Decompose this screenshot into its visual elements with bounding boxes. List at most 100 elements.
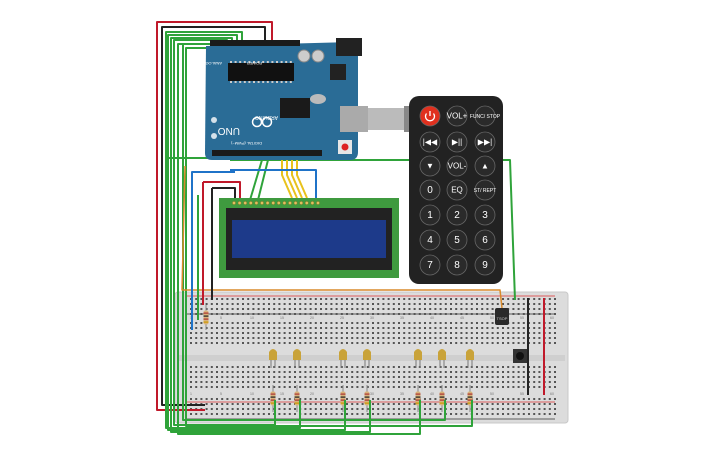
power-icon <box>424 111 436 122</box>
column-number: 50 <box>490 392 494 396</box>
arduino-uno-board[interactable]: UNO ARDUINO DIGITAL (PWM~) POWER ANALOG … <box>200 38 414 160</box>
remote-button-7[interactable]: 7 <box>419 254 441 276</box>
remote-button-vol[interactable]: VOL+ <box>446 105 468 127</box>
remote-button-label: 1 <box>427 210 433 221</box>
wire-green-lcd-2 <box>257 159 269 201</box>
led[interactable] <box>466 349 474 368</box>
remote-button-6[interactable]: 6 <box>474 229 496 251</box>
usb-port <box>340 106 368 132</box>
remote-button-label: ST/ REPT <box>474 188 497 194</box>
remote-button-label: 5 <box>454 235 460 246</box>
fast-forward-button[interactable]: ▶▶| <box>474 131 496 153</box>
column-number: 10 <box>250 392 254 396</box>
arduino-model-label: UNO <box>218 125 240 136</box>
up-button[interactable]: ▲ <box>474 155 496 177</box>
remote-button-eq[interactable]: EQ <box>446 179 468 201</box>
resistor[interactable] <box>439 385 445 412</box>
remote-button-funcstop[interactable]: FUNC/ STOP <box>470 105 501 127</box>
column-number: 40 <box>430 316 434 320</box>
remote-button-3[interactable]: 3 <box>474 204 496 226</box>
remote-button-label: 7 <box>427 260 433 271</box>
column-number: 55 <box>520 316 524 320</box>
wire-green-6 <box>182 43 446 421</box>
lcd-16x2[interactable] <box>219 198 399 278</box>
resistor[interactable] <box>294 385 300 412</box>
column-number: 30 <box>370 316 374 320</box>
remote-button-8[interactable]: 8 <box>446 254 468 276</box>
power-label: POWER <box>247 61 262 66</box>
remote-button-strept[interactable]: ST/ REPT <box>474 179 497 201</box>
remote-button-9[interactable]: 9 <box>474 254 496 276</box>
remote-button-label: 4 <box>427 235 433 246</box>
push-button[interactable] <box>513 349 527 363</box>
lcd-screen <box>232 220 386 258</box>
resistor-group <box>203 305 473 412</box>
led[interactable] <box>293 349 301 368</box>
remote-button-vol[interactable]: VOL- <box>446 155 468 177</box>
wire-green-1 <box>165 31 301 429</box>
remote-button-5[interactable]: 5 <box>446 229 468 251</box>
remote-button-label: 0 <box>427 185 433 196</box>
breadboard-holes <box>190 298 556 415</box>
led[interactable] <box>414 349 422 368</box>
play-pause-icon: ▶|| <box>452 138 462 147</box>
down-icon: ▼ <box>426 162 434 171</box>
resistor[interactable] <box>364 385 370 412</box>
wire-green-bottom <box>167 157 215 420</box>
fast-forward-icon: ▶▶| <box>478 138 492 147</box>
play-pause-button[interactable]: ▶|| <box>446 131 468 153</box>
remote-button-label: VOL+ <box>447 112 468 121</box>
remote-button-grid[interactable]: VOL+FUNC/ STOP |◀◀ ▶|| ▶▶| ▼ VOL- ▲ 0 EQ ST/ REPT… <box>419 105 501 276</box>
analog-in-label: ANALOG IN <box>200 61 222 66</box>
atmega-chip <box>228 63 294 81</box>
led[interactable] <box>339 349 347 368</box>
led[interactable] <box>269 349 277 368</box>
column-number: 55 <box>520 392 524 396</box>
digital-pwm-label: DIGITAL (PWM~) <box>230 141 262 146</box>
power-jack <box>336 38 362 56</box>
digital-header-top[interactable] <box>210 40 300 46</box>
column-number: 10 <box>250 316 254 320</box>
led[interactable] <box>438 349 446 368</box>
ir-receiver-label: TSOP <box>497 316 508 321</box>
column-number: 5 <box>220 316 222 320</box>
rewind-icon: |◀◀ <box>423 138 438 147</box>
rewind-button[interactable]: |◀◀ <box>419 131 441 153</box>
column-number: 50 <box>490 316 494 320</box>
arduino-logo <box>251 116 273 128</box>
remote-button-4[interactable]: 4 <box>419 229 441 251</box>
lcd-contrast-resistor[interactable] <box>203 305 209 330</box>
down-button[interactable]: ▼ <box>419 155 441 177</box>
wire-black-lcd <box>211 187 236 300</box>
wire-blue-lcd <box>230 169 317 200</box>
column-number: 60 <box>550 316 554 320</box>
column-number: 5 <box>220 392 222 396</box>
lcd-pin-header[interactable] <box>232 201 320 205</box>
remote-button-0[interactable]: 0 <box>419 179 441 201</box>
digital-header-bottom[interactable] <box>212 150 322 156</box>
power-button[interactable] <box>419 105 441 127</box>
remote-button-2[interactable]: 2 <box>446 204 468 226</box>
led[interactable] <box>363 349 371 368</box>
column-number: 45 <box>460 392 464 396</box>
remote-button-1[interactable]: 1 <box>419 204 441 226</box>
usb-cable <box>368 108 412 130</box>
column-number: 45 <box>460 316 464 320</box>
remote-button-label: FUNC/ STOP <box>470 114 501 120</box>
remote-button-label: 6 <box>482 235 488 246</box>
remote-button-label: VOL- <box>448 162 467 171</box>
remote-button-label: 8 <box>454 260 460 271</box>
remote-button-label: 9 <box>482 260 488 271</box>
up-icon: ▲ <box>481 162 489 171</box>
column-number: 35 <box>400 316 404 320</box>
led-group <box>269 349 474 368</box>
ir-receiver[interactable]: TSOP <box>495 308 509 325</box>
column-number: 40 <box>430 392 434 396</box>
ir-remote[interactable]: VOL+FUNC/ STOP |◀◀ ▶|| ▶▶| ▼ VOL- ▲ 0 EQ ST/ REPT… <box>409 96 503 284</box>
column-number: 1 <box>190 392 192 396</box>
column-number: 15 <box>280 316 284 320</box>
breadboard[interactable]: 1155101015152020252530303535404045455050… <box>174 291 569 424</box>
wire-green-lcd-1 <box>249 159 263 201</box>
wire-green-7 <box>185 47 473 427</box>
